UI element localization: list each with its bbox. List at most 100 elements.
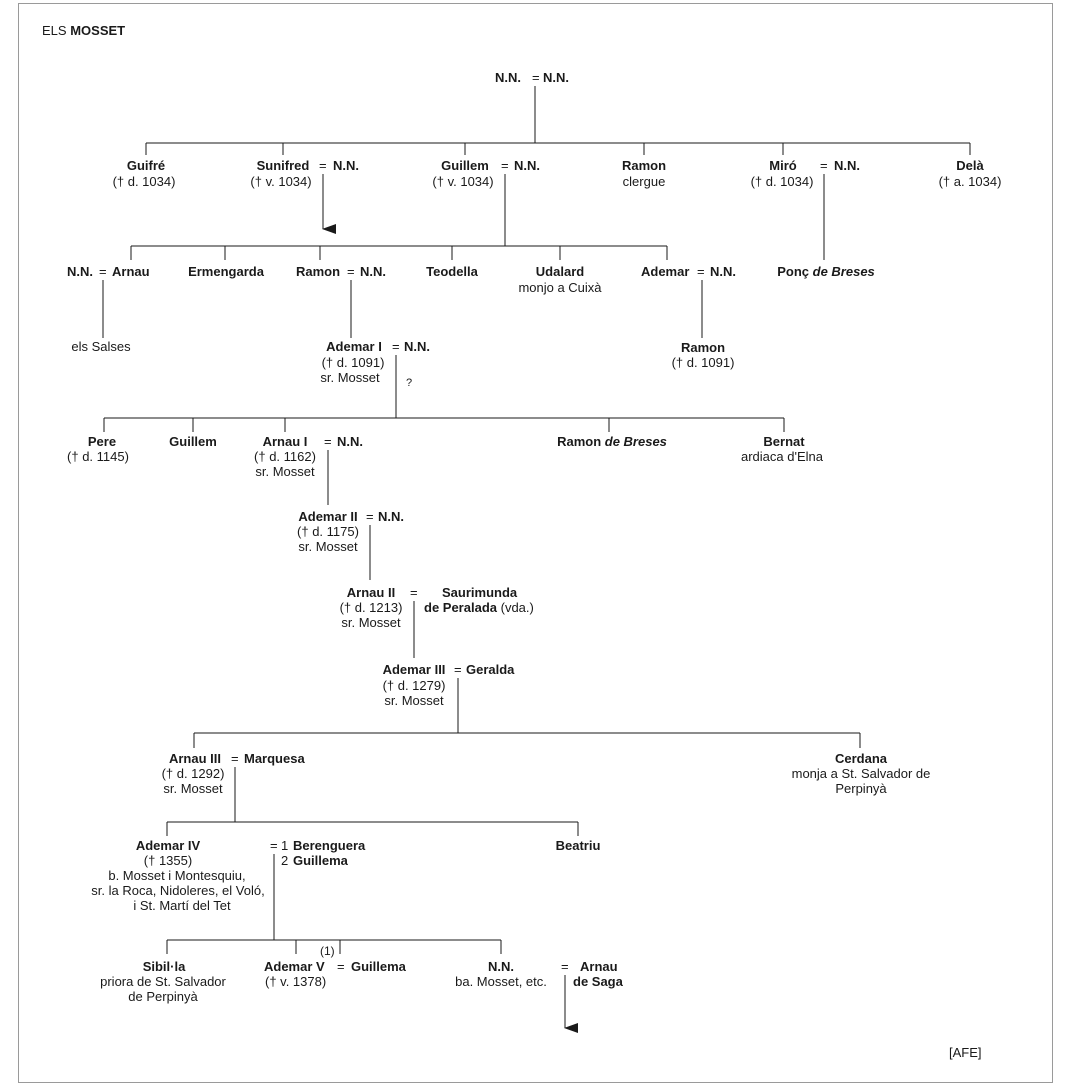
marriage-number-1: 1 (281, 838, 288, 853)
marriage-sign: = (820, 158, 828, 173)
person-saurimunda: Saurimunda (442, 585, 518, 600)
person-nn-last-info: ba. Mosset, etc. (455, 974, 547, 989)
person-miro: Miró (769, 158, 797, 173)
person-nn-arnau-i: N.N. (337, 434, 363, 449)
person-ademar-iv-title-3: i St. Martí del Tet (133, 898, 231, 913)
person-ramon-g2-info: clergue (623, 174, 666, 189)
person-bernat: Bernat (763, 434, 805, 449)
marriage-sign: = (392, 339, 400, 354)
person-ademar-ii-info: († d. 1175) (297, 524, 359, 539)
person-arnau-iii-info: († d. 1292) (162, 766, 225, 781)
person-nn-guillem: N.N. (514, 158, 540, 173)
person-beatriu: Beatriu (556, 838, 601, 853)
person-ademar-iv: Ademar IV (136, 838, 201, 853)
person-nn-last: N.N. (488, 959, 514, 974)
person-sibilla: Sibil·la (143, 959, 186, 974)
marriage-sign: = (99, 264, 107, 279)
person-nn-miro: N.N. (834, 158, 860, 173)
marriage-sign: = (501, 158, 509, 173)
person-guillem-g5: Guillem (169, 434, 217, 449)
marriage-sign: = (697, 264, 705, 279)
person-nn-ademar-i: N.N. (404, 339, 430, 354)
person-ademar-iii-info: († d. 1279) (383, 678, 446, 693)
person-arnau-i-info: († d. 1162) (254, 449, 316, 464)
person-arnau-ii-info: († d. 1213) (340, 600, 403, 615)
person-ademar-iii: Ademar III (383, 662, 446, 677)
diagram-frame (18, 3, 1053, 1083)
person-arnau-saga-house: de Saga (573, 974, 624, 989)
person-sibilla-info: priora de St. Salvador (100, 974, 226, 989)
person-sunifred: Sunifred (257, 158, 310, 173)
person-ademar-iv-title: b. Mosset i Montesquiu, (108, 868, 245, 883)
diagram-title: ELS MOSSET (42, 23, 125, 38)
person-ramon-g3: Ramon (296, 264, 340, 279)
marriage-sign: = (270, 838, 278, 853)
person-bernat-info: ardiaca d'Elna (741, 449, 824, 464)
person-nn-root-b: N.N. (543, 70, 569, 85)
person-nn-sunifred: N.N. (333, 158, 359, 173)
marriage-reference: (1) (320, 944, 335, 958)
person-ramon-g4-info: († d. 1091) (672, 355, 735, 370)
marriage-sign: = (410, 585, 418, 600)
person-guillem-g2-info: († v. 1034) (432, 174, 493, 189)
person-pere: Pere (88, 434, 116, 449)
person-sibilla-info-2: de Perpinyà (128, 989, 198, 1004)
person-ramon-g4: Ramon (681, 340, 725, 355)
person-cerdana-info-2: Perpinyà (835, 781, 887, 796)
marriage-sign: = (337, 959, 345, 974)
person-arnau-iii-title: sr. Mosset (163, 781, 223, 796)
marriage-sign: = (324, 434, 332, 449)
person-ademar-i: Ademar I (326, 339, 382, 354)
person-arnau-g3: Arnau (112, 264, 150, 279)
person-ademar-ii: Ademar II (298, 509, 357, 524)
marriage-sign: = (454, 662, 462, 677)
person-ademar-i-title: sr. Mosset (320, 370, 380, 385)
person-berenguera: Berenguera (293, 838, 366, 853)
person-nn-arnau: N.N. (67, 264, 93, 279)
person-udalard-info: monjo a Cuixà (518, 280, 602, 295)
person-guifre: Guifré (127, 158, 165, 173)
marriage-sign: = (561, 959, 569, 974)
person-nn-ademar-ii: N.N. (378, 509, 404, 524)
marriage-sign: = (347, 264, 355, 279)
marriage-sign: = (532, 70, 540, 85)
person-nn-ramon-g3: N.N. (360, 264, 386, 279)
person-cerdana-info: monja a St. Salvador de (792, 766, 931, 781)
person-ademar-iv-title-2: sr. la Roca, Nidoleres, el Voló, (91, 883, 264, 898)
person-guillema-v: Guillema (351, 959, 407, 974)
person-arnau-iii: Arnau III (169, 751, 221, 766)
person-udalard: Udalard (536, 264, 584, 279)
person-nn-root-a: N.N. (495, 70, 521, 85)
person-arnau-ii-title: sr. Mosset (341, 615, 401, 630)
person-guillema-wife: Guillema (293, 853, 349, 868)
marriage-sign: = (319, 158, 327, 173)
person-ademar-g3: Ademar (641, 264, 689, 279)
person-dela: Delà (956, 158, 984, 173)
person-arnau-saga: Arnau (580, 959, 618, 974)
marriage-sign: = (366, 509, 374, 524)
person-els-salses: els Salses (71, 339, 131, 354)
person-nn-ademar-g3: N.N. (710, 264, 736, 279)
person-arnau-i-title: sr. Mosset (255, 464, 315, 479)
person-ademar-i-info: († d. 1091) (322, 355, 385, 370)
person-miro-info: († d. 1034) (751, 174, 814, 189)
person-dela-info: († a. 1034) (939, 174, 1002, 189)
person-ademar-v: Ademar V (264, 959, 325, 974)
source-label: [AFE] (949, 1045, 982, 1060)
person-ademar-iv-info: († 1355) (144, 853, 192, 868)
person-ademar-v-info: († v. 1378) (265, 974, 326, 989)
person-guifre-info: († d. 1034) (113, 174, 176, 189)
uncertain-mark: ? (406, 377, 412, 389)
person-ramon-g2: Ramon (622, 158, 666, 173)
marriage-sign: = (231, 751, 239, 766)
person-arnau-ii: Arnau II (347, 585, 395, 600)
person-arnau-i: Arnau I (263, 434, 308, 449)
person-guillem-g2: Guillem (441, 158, 489, 173)
person-ademar-iii-title: sr. Mosset (384, 693, 444, 708)
person-saurimunda-house: de Peralada (vda.) (424, 600, 534, 615)
person-ermengarda: Ermengarda (188, 264, 265, 279)
person-teodella: Teodella (426, 264, 479, 279)
person-cerdana: Cerdana (835, 751, 888, 766)
person-ademar-ii-title: sr. Mosset (298, 539, 358, 554)
